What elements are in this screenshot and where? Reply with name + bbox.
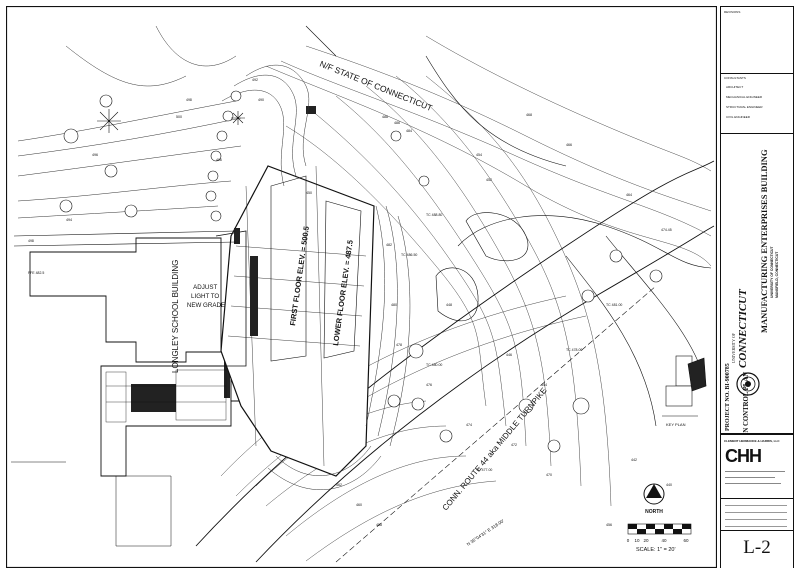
contour-label: 474 bbox=[466, 423, 472, 427]
contour-label: 486 bbox=[394, 121, 400, 125]
evergreen-trees bbox=[97, 109, 245, 133]
firm-name: CLEMENT HERMANCE & HARRIS, LLC bbox=[724, 439, 780, 443]
university-small: UNIVERSITY OF bbox=[731, 333, 736, 363]
consultants-label: CONSULTANTS bbox=[724, 76, 746, 80]
adjust-note-line-3: NEW GRADE bbox=[187, 302, 225, 309]
bearing-label: N 35°04'31" E 318.00' bbox=[466, 518, 505, 547]
contour-label: 446 bbox=[506, 353, 512, 357]
north-label: NORTH bbox=[645, 509, 663, 515]
contour-label: 464 bbox=[626, 193, 632, 197]
svg-text:FFE 482.5: FFE 482.5 bbox=[28, 271, 44, 275]
new-building bbox=[220, 165, 375, 477]
revisions-label: REVISIONS bbox=[724, 10, 741, 14]
svg-text:496: 496 bbox=[216, 158, 222, 162]
svg-text:TC 478.00: TC 478.00 bbox=[566, 348, 582, 352]
contour-label: 482 bbox=[386, 243, 392, 247]
contour-label: 500 bbox=[176, 115, 182, 119]
contour-label: 444 bbox=[541, 383, 547, 387]
contour-label: 476 bbox=[426, 383, 432, 387]
contour-label: 460 bbox=[356, 503, 362, 507]
project-section: MANUFACTURING ENTERPRISES BUILDING UNIVE… bbox=[721, 133, 793, 434]
svg-text:TC 477.00: TC 477.00 bbox=[476, 468, 492, 472]
contour-label: 458 bbox=[376, 523, 382, 527]
adjust-note-line-1: ADJUST bbox=[193, 284, 217, 291]
contour-lines-east bbox=[220, 35, 712, 562]
contour-label: 468 bbox=[526, 113, 532, 117]
contour-label: 490 bbox=[258, 98, 264, 102]
contour-label: 492 bbox=[252, 78, 258, 82]
svg-text:TC 486.50: TC 486.50 bbox=[401, 253, 417, 257]
scale-tick: 0 bbox=[627, 538, 630, 543]
graphic-scale bbox=[627, 523, 692, 535]
drawing-info-block bbox=[721, 498, 793, 531]
contour-labels: 500 496 494 492 490 488 486 484 482 480 … bbox=[66, 78, 672, 527]
contour-label: 452 bbox=[486, 178, 492, 182]
key-plan bbox=[662, 355, 707, 417]
contour-label: 480 bbox=[391, 303, 397, 307]
contour-label: 478 bbox=[396, 343, 402, 347]
contour-label: 472 bbox=[511, 443, 517, 447]
contour-label: 466 bbox=[566, 143, 572, 147]
scale-tick: 10 bbox=[634, 538, 640, 543]
trees bbox=[59, 90, 663, 453]
firm-logo: CHH bbox=[725, 446, 762, 466]
project-sub1: UNIVERSITY OF CONNECTICUT bbox=[770, 246, 774, 298]
consultants-section: CONSULTANTS ARCHITECT MECHANICAL ENGINEE… bbox=[721, 73, 793, 134]
project-sub2: MANSFIELD, CONNECTICUT bbox=[775, 251, 779, 298]
north-arrow bbox=[643, 483, 665, 505]
scale-text: SCALE: 1" = 20' bbox=[636, 547, 676, 553]
consultant-item: MECHANICAL ENGINEER bbox=[726, 95, 763, 99]
firm-block: CLEMENT HERMANCE & HARRIS, LLC CHH bbox=[721, 434, 793, 499]
property-lines bbox=[13, 25, 567, 247]
consultant-item: ARCHITECT bbox=[726, 85, 744, 89]
contour-label: 462 bbox=[336, 483, 342, 487]
adjust-note-line-2: LIGHT TO bbox=[191, 293, 219, 300]
grading-contours bbox=[221, 65, 411, 490]
sheet-number: L-2 bbox=[743, 537, 771, 558]
contour-label: 454 bbox=[476, 153, 482, 157]
project-number: PROJECT NO. BI-900785 bbox=[725, 363, 731, 431]
contour-label: 488 bbox=[382, 115, 388, 119]
project-title: MANUFACTURING ENTERPRISES BUILDING bbox=[759, 149, 769, 333]
key-plan-label: KEY PLAN bbox=[666, 422, 686, 427]
contour-label: 448 bbox=[446, 303, 452, 307]
svg-text:474.45: 474.45 bbox=[661, 228, 672, 232]
svg-text:TC 488.80: TC 488.80 bbox=[426, 213, 442, 217]
svg-text:498: 498 bbox=[28, 239, 34, 243]
consultant-item: CIVIL ENGINEER bbox=[726, 115, 750, 119]
street-bottom-label: CONN. ROUTE 44 aka MIDDLE TURNPIKE bbox=[441, 386, 549, 512]
contour-label: 456 bbox=[606, 523, 612, 527]
svg-text:498: 498 bbox=[186, 98, 192, 102]
contour-lines-west bbox=[17, 25, 242, 219]
consultant-item: STRUCTURAL ENGINEER bbox=[726, 105, 763, 109]
contour-label: 450 bbox=[306, 191, 312, 195]
contour-label: 494 bbox=[66, 218, 72, 222]
university-seal-icon bbox=[736, 372, 760, 396]
street-top-label: N/F STATE OF CONNECTICUT bbox=[318, 59, 434, 113]
revisions-section: REVISIONS bbox=[721, 7, 793, 74]
contour-label: 442 bbox=[631, 458, 637, 462]
bearing-line bbox=[335, 285, 657, 563]
adjust-light-note: ADJUST LIGHT TO NEW GRADE bbox=[187, 284, 225, 309]
contour-label: 496 bbox=[92, 153, 98, 157]
scale-tick: 60 bbox=[683, 538, 689, 543]
svg-text:TC 480.00: TC 480.00 bbox=[426, 363, 442, 367]
longley-building-label: LONGLEY SCHOOL BUILDING bbox=[171, 260, 180, 373]
contour-label: 440 bbox=[666, 483, 672, 487]
contour-label: 484 bbox=[406, 129, 412, 133]
scale-tick: 20 bbox=[643, 538, 649, 543]
scale-ticks: 0 10 20 40 60 bbox=[627, 538, 689, 543]
contour-label: 470 bbox=[546, 473, 552, 477]
svg-text:TC 481.00: TC 481.00 bbox=[606, 303, 622, 307]
university-big: CONNECTICUT bbox=[737, 289, 749, 368]
scale-tick: 40 bbox=[661, 538, 667, 543]
